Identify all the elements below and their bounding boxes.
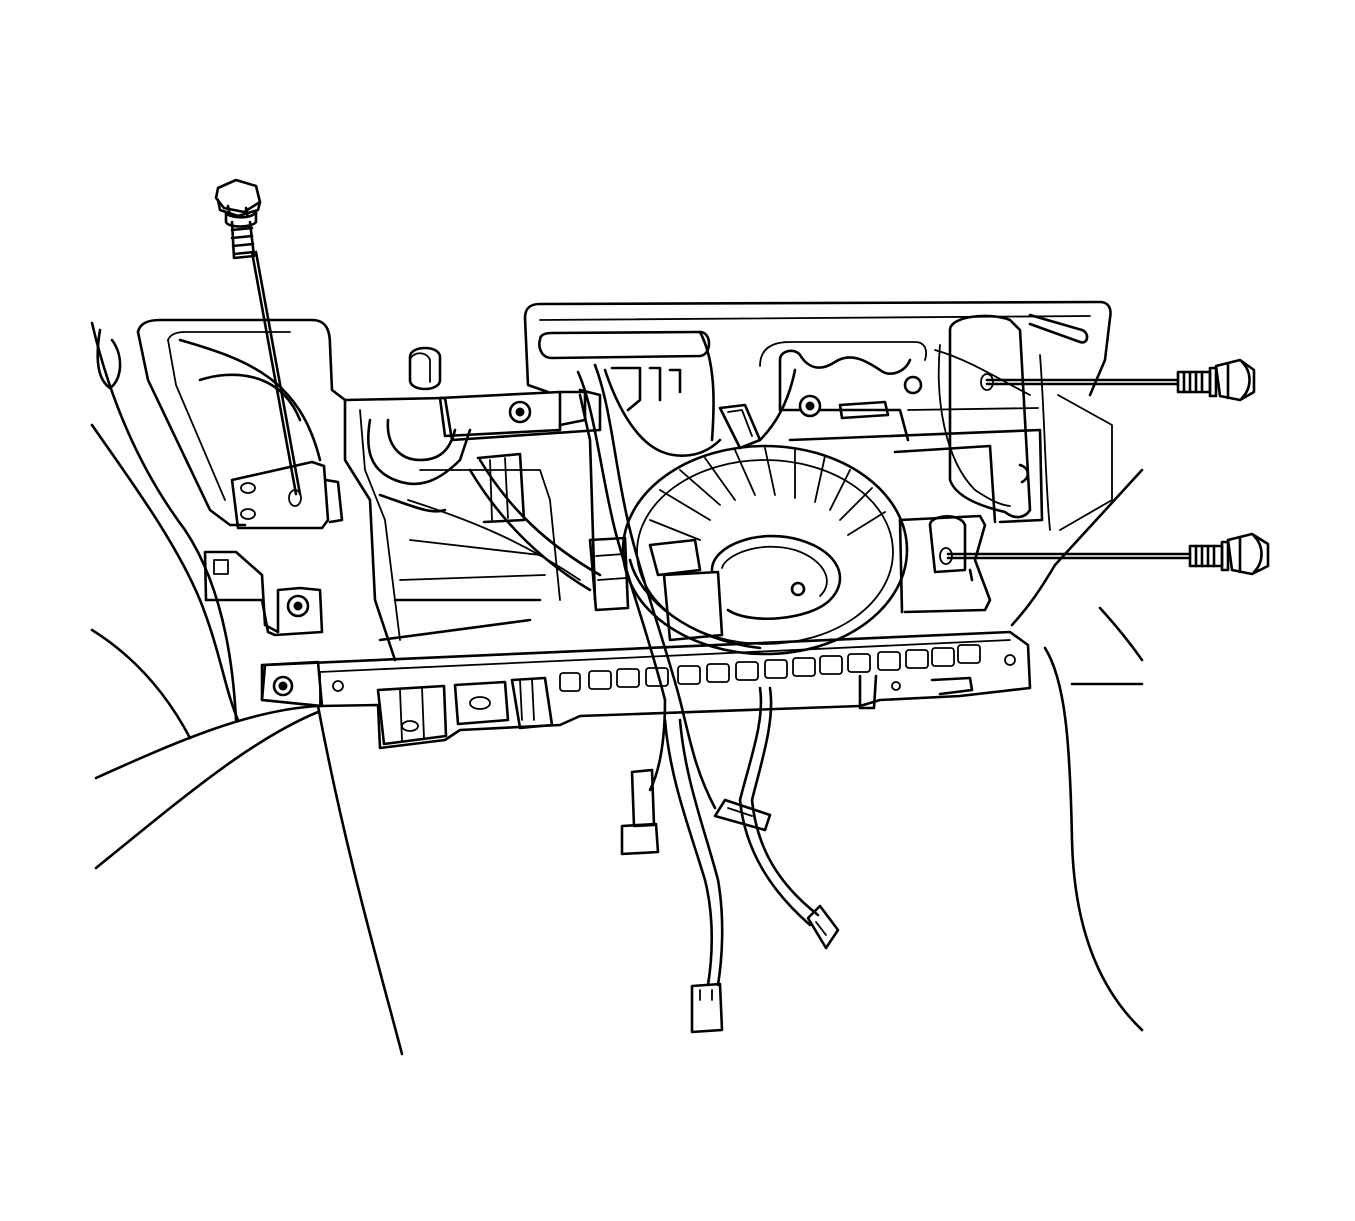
hvac-module-housing [136,318,602,662]
carrier-slots [559,644,981,692]
hvac-ducts [178,338,472,513]
instrument-panel-carrier [260,630,1032,750]
electrical-connectors [620,768,840,1034]
bolt-right-lower [939,532,1270,582]
mounting-bracket [438,390,587,438]
body-panels [90,321,1144,1056]
bolt-upper-left [214,178,302,496]
hvac-upper-module [523,300,1113,627]
wiring-harness [468,330,820,987]
bolt-right-upper [980,358,1256,402]
blower-motor [621,444,909,656]
